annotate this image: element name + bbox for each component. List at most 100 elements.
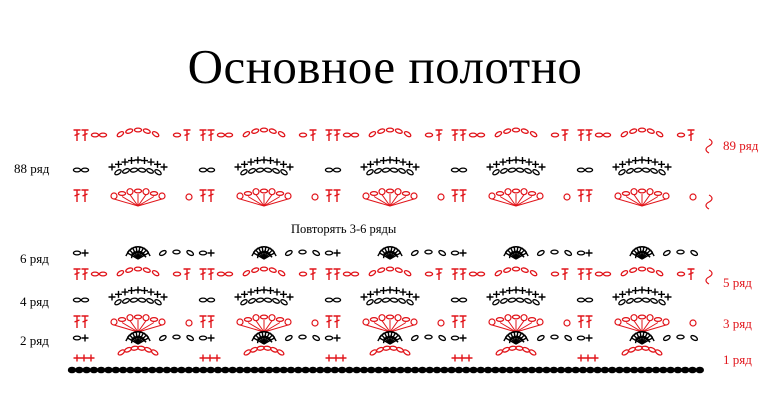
double-crochet: [309, 268, 317, 280]
single-crochet: [108, 163, 116, 171]
chain-stitch: [655, 269, 664, 277]
turning-chain: [705, 194, 713, 210]
chain-stitch: [576, 250, 586, 256]
fan-spoke: [389, 196, 407, 207]
single-crochet: [141, 287, 148, 295]
single-crochet: [658, 160, 665, 168]
chain-stitch: [275, 190, 285, 197]
chain-stitch: [377, 128, 386, 134]
chain-stitch: [216, 271, 226, 277]
chain-stitch: [150, 349, 159, 356]
foundation-chain-stitch: [250, 366, 259, 374]
foundation-chain-stitch: [97, 366, 106, 374]
chain-stitch: [350, 132, 360, 138]
picot: [410, 318, 418, 326]
picot: [284, 318, 292, 326]
single-crochet: [267, 287, 274, 295]
picot: [563, 193, 571, 201]
single-crochet: [486, 163, 494, 171]
chain-stitch: [151, 130, 160, 138]
fan-spoke: [507, 194, 517, 207]
double-crochet: [687, 129, 695, 141]
chain-stitch: [133, 266, 143, 272]
chain-stitch: [284, 249, 293, 257]
single-crochet: [128, 157, 135, 165]
single-crochet: [658, 290, 665, 298]
single-crochet: [612, 293, 620, 301]
double-crochet: [137, 334, 151, 345]
chain-stitch: [584, 297, 594, 303]
chain-stitch: [576, 167, 586, 173]
chain-stitch: [158, 334, 167, 342]
single-crochet: [506, 287, 513, 295]
chain-stitch: [576, 335, 586, 341]
foundation-chain-stitch: [148, 366, 157, 374]
chain-stitch: [332, 297, 342, 303]
repeat-note: Повторять 3-6 ряды: [291, 222, 397, 236]
picot: [362, 318, 370, 326]
chain-stitch: [602, 132, 612, 138]
chain-stitch: [385, 266, 395, 272]
fan-spoke: [617, 324, 643, 333]
chain-stitch: [240, 299, 248, 306]
chain-stitch: [621, 190, 631, 197]
chain-stitch: [424, 132, 434, 138]
double-crochet: [81, 268, 89, 280]
chain-stitch: [243, 190, 253, 197]
single-crochet: [458, 354, 466, 362]
foundation-chain-stitch: [294, 366, 303, 374]
single-crochet: [286, 163, 294, 171]
double-crochet: [73, 268, 81, 280]
picot: [689, 193, 697, 201]
chain-stitch: [499, 297, 509, 304]
double-crochet: [207, 189, 215, 202]
picot: [520, 188, 528, 196]
chain-stitch: [158, 249, 167, 257]
chain-stitch: [494, 269, 503, 277]
chain-stitch: [527, 190, 537, 197]
double-crochet: [577, 129, 585, 141]
chain-stitch: [406, 299, 414, 306]
double-crochet: [451, 189, 459, 202]
picot: [311, 319, 319, 327]
chain-stitch: [247, 167, 257, 174]
foundation-chain-stitch: [659, 366, 668, 374]
foundation-chain-stitch: [381, 366, 391, 374]
chain-stitch: [198, 297, 208, 303]
chain-stitch: [373, 297, 383, 304]
chain-stitch: [658, 169, 666, 176]
chain-stitch: [186, 334, 195, 342]
chain-stitch: [332, 167, 342, 173]
chain-stitch: [468, 271, 478, 277]
chain-stitch: [198, 167, 208, 173]
single-crochet: [393, 287, 400, 295]
foundation-chain-stitch: [637, 366, 646, 374]
chain-stitch: [342, 132, 352, 138]
foundation-chain-stitch: [629, 366, 639, 374]
picot: [614, 318, 622, 326]
double-crochet: [577, 315, 585, 328]
double-crochet: [73, 315, 81, 328]
chain-stitch: [532, 299, 540, 306]
fan-spoke: [137, 194, 147, 207]
chain-stitch: [476, 271, 486, 277]
chain-stitch: [527, 316, 537, 323]
double-crochet: [333, 315, 341, 328]
foundation-chain-stitch: [337, 366, 347, 374]
foundation-chain-stitch: [177, 366, 186, 374]
single-crochet: [254, 287, 261, 295]
chain-stitch: [503, 128, 512, 134]
chain-stitch: [172, 132, 182, 138]
picot: [630, 314, 638, 322]
foundation-chain-stitch: [257, 366, 266, 374]
fan-spoke: [263, 198, 289, 207]
foundation-chain-stitch: [498, 366, 507, 374]
single-crochet: [525, 158, 533, 166]
chain-stitch: [145, 167, 155, 174]
single-crochet: [333, 334, 341, 342]
chain-stitch: [676, 271, 686, 277]
chain-stitch: [662, 334, 671, 342]
single-crochet: [373, 158, 381, 166]
chain-stitch: [641, 297, 651, 303]
chart-row: [72, 330, 699, 345]
